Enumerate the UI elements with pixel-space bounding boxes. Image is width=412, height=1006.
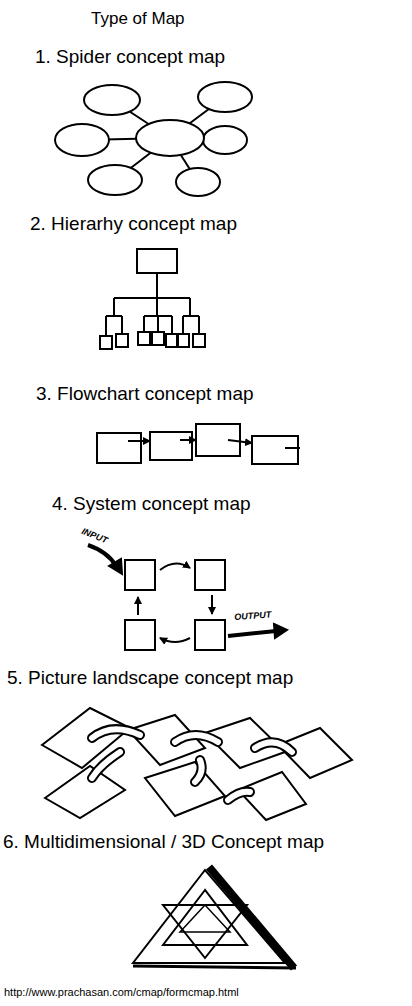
output-label: OUTPUT (234, 609, 272, 622)
map-title: Type of Map (91, 9, 185, 29)
section-heading: 4. System concept map (52, 493, 251, 516)
section-heading: 6. Multidimensional / 3D Concept map (3, 831, 324, 854)
system-sketch (88, 545, 287, 650)
spider-sketch (55, 82, 252, 196)
section-heading: 3. Flowchart concept map (36, 383, 254, 406)
section-heading: 5. Picture landscape concept map (7, 667, 293, 690)
3d-sketch (133, 867, 296, 968)
flowchart-sketch (97, 424, 300, 464)
hierarchy-sketch (100, 249, 205, 349)
landscape-sketch (42, 708, 352, 820)
input-label: INPUT (80, 526, 109, 546)
section-heading: 2. Hierarhy concept map (30, 213, 237, 236)
source-url: http://www.prachasan.com/cmap/formcmap.h… (4, 986, 239, 999)
section-heading: 1. Spider concept map (35, 46, 225, 69)
